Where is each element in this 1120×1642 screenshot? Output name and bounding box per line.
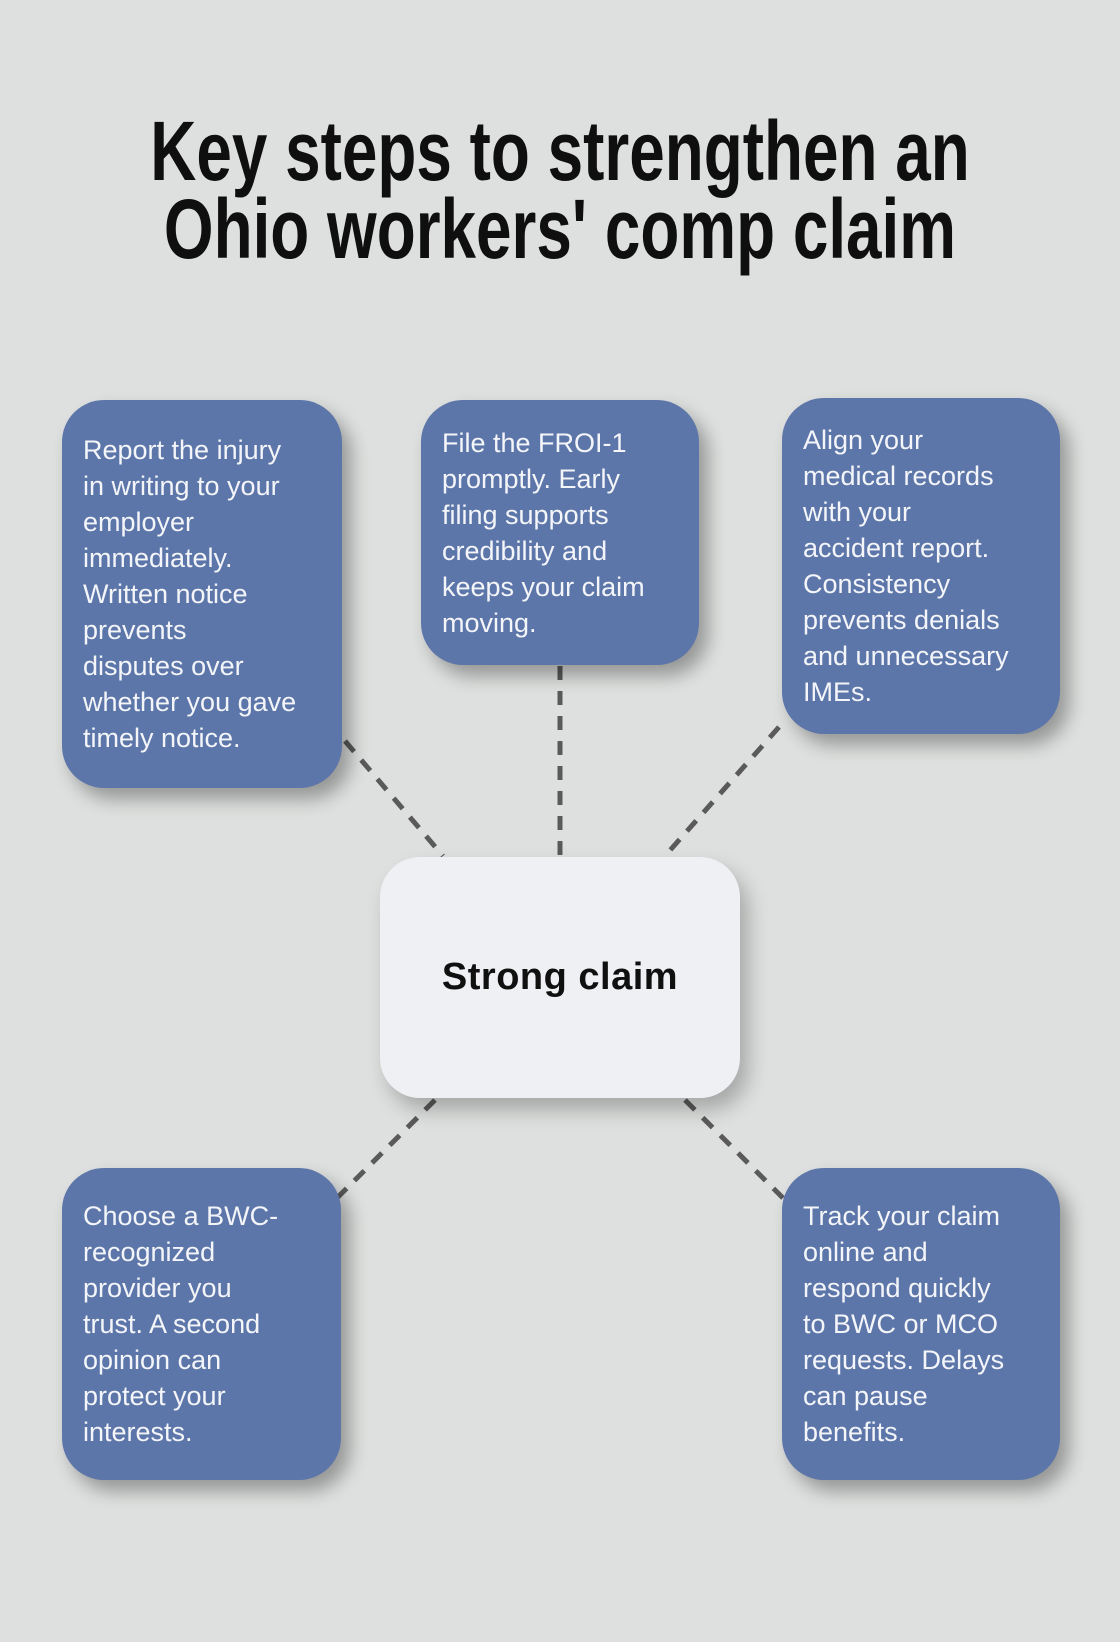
central-node-label: Strong claim: [441, 956, 679, 998]
step-text-report-injury: Report the injury in writing to your emp…: [83, 435, 297, 753]
connector-center-to-track-claim: [683, 1098, 785, 1200]
connector-center-to-choose-provider: [335, 1098, 437, 1200]
step-card-choose-provider: Choose a BWC- recognized provider you tr…: [62, 1168, 341, 1480]
step-text-align-medical-records: Align your medical records with your acc…: [803, 425, 1009, 707]
connector-report-injury-to-center: [343, 739, 445, 858]
step-card-track-claim: Track your claim online and respond quic…: [782, 1168, 1060, 1480]
step-card-file-froi-1: File the FROI-1 promptly. Early filing s…: [421, 400, 699, 665]
step-text-track-claim: Track your claim online and respond quic…: [803, 1201, 1005, 1447]
step-card-report-injury: Report the injury in writing to your emp…: [62, 400, 342, 788]
step-text-file-froi-1: File the FROI-1 promptly. Early filing s…: [442, 427, 645, 638]
step-text-choose-provider: Choose a BWC- recognized provider you tr…: [83, 1201, 279, 1447]
central-node-strong-claim: Strong claim: [380, 857, 740, 1098]
step-card-align-medical-records: Align your medical records with your acc…: [782, 398, 1060, 734]
page-title: Key steps to strengthen an Ohio workers'…: [150, 104, 970, 276]
connector-align-records-to-center: [663, 725, 781, 858]
